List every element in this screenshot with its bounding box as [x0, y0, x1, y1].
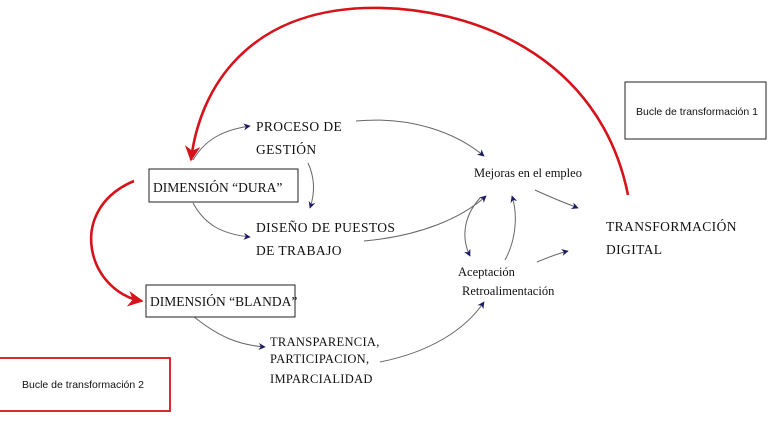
arrow-blanda-to-transparencia	[192, 315, 266, 350]
arrow-aceptacion-to-mejoras	[504, 195, 518, 261]
diseno-puestos-label: DISEÑO DE PUESTOS DE TRABAJO	[256, 220, 399, 258]
arrow-diseno-to-mejoras	[363, 195, 487, 242]
arrow-dura-to-proceso	[192, 123, 251, 161]
bucle-1-label: Bucle de transformación 1	[636, 106, 758, 118]
dimension-dura-box	[148, 168, 299, 203]
bucle-2-label: Bucle de transformación 2	[22, 379, 144, 391]
bucle-1-box	[624, 81, 767, 140]
aceptacion-label: Aceptación	[458, 265, 516, 279]
arrow-mejoras-to-transformacion	[534, 189, 579, 210]
dimension-blanda-box	[145, 284, 296, 318]
arrow-dura-to-diseno	[192, 202, 251, 240]
red-loop-arrow-left	[90, 179, 144, 307]
arrow-proceso-to-diseno	[307, 162, 316, 209]
mejoras-label: Mejoras en el empleo	[474, 166, 582, 180]
arrow-mejoras-to-aceptacion	[464, 197, 481, 257]
dimension-dura-label: DIMENSIÓN “DURA”	[153, 180, 282, 195]
transformacion-digital-label: TRANSFORMACIÓN DIGITAL	[606, 219, 741, 257]
transparencia-label: TRANSPARENCIA, PARTICIPACION, IMPARCIALI…	[270, 335, 383, 386]
red-loop-arrow-top	[184, 6, 630, 196]
retroalimentacion-label: Retroalimentación	[462, 284, 555, 298]
proceso-gestion-label: PROCESO DE GESTIÓN	[256, 119, 346, 157]
arrow-transparencia-to-aceptacion	[379, 301, 485, 363]
dimension-blanda-label: DIMENSIÓN “BLANDA”	[150, 294, 297, 309]
bucle-2-box	[0, 357, 171, 412]
arrow-proceso-to-mejoras	[355, 119, 485, 157]
arrow-aceptacion-to-transformacion	[536, 249, 569, 263]
